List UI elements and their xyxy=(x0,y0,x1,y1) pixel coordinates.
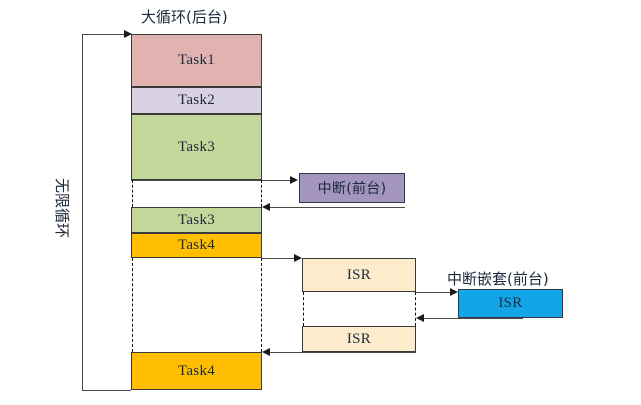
task-block-task4-second: Task4 xyxy=(131,352,262,390)
nested-isr-return-line xyxy=(423,318,523,319)
gap1-right-dashed-line xyxy=(261,180,262,207)
task-block-task3-first: Task3 xyxy=(131,114,262,180)
isr-gap-left-dashed-line xyxy=(303,292,304,326)
task-block-task2: Task2 xyxy=(131,87,262,114)
isr-return-arrow-icon xyxy=(262,347,270,356)
isr-box-second: ISR xyxy=(302,326,416,352)
isr-enter-arrow-icon xyxy=(294,253,302,262)
nested-isr-return-joint xyxy=(522,318,523,319)
main-column-title: 大循环(后台) xyxy=(141,8,228,26)
isr-gap-right-dashed-line xyxy=(415,292,416,326)
gap1-left-dashed-line xyxy=(132,180,133,207)
task-block-task3-second: Task3 xyxy=(131,207,262,233)
interrupt-box: 中断(前台) xyxy=(299,173,405,203)
interrupt-enter-arrow-icon xyxy=(290,175,298,184)
gap1-top-line xyxy=(131,180,262,181)
gap2-right-dashed-line xyxy=(261,258,262,352)
loop-label: 无限循环 xyxy=(53,178,71,239)
nested-isr-return-arrow-icon xyxy=(416,313,424,322)
loop-vertical-line xyxy=(82,34,83,390)
isr-return-line xyxy=(269,352,416,353)
task-block-task4-first: Task4 xyxy=(131,233,262,258)
loop-arrow-head-icon xyxy=(124,29,132,38)
isr-enter-line xyxy=(262,258,295,259)
interrupt-enter-line xyxy=(262,180,292,181)
isr-box-first: ISR xyxy=(302,258,416,292)
nested-isr-enter-line xyxy=(416,292,451,293)
nested-isr-enter-arrow-icon xyxy=(450,287,458,296)
loop-top-line xyxy=(82,34,127,35)
nested-isr-box: ISR xyxy=(458,289,563,318)
task-block-task1: Task1 xyxy=(131,34,262,87)
interrupt-return-arrow-icon xyxy=(262,202,270,211)
loop-bottom-line xyxy=(82,390,131,391)
interrupt-return-line xyxy=(269,207,405,208)
gap2-left-dashed-line xyxy=(132,258,133,352)
nested-interrupt-title: 中断嵌套(前台) xyxy=(447,270,549,288)
